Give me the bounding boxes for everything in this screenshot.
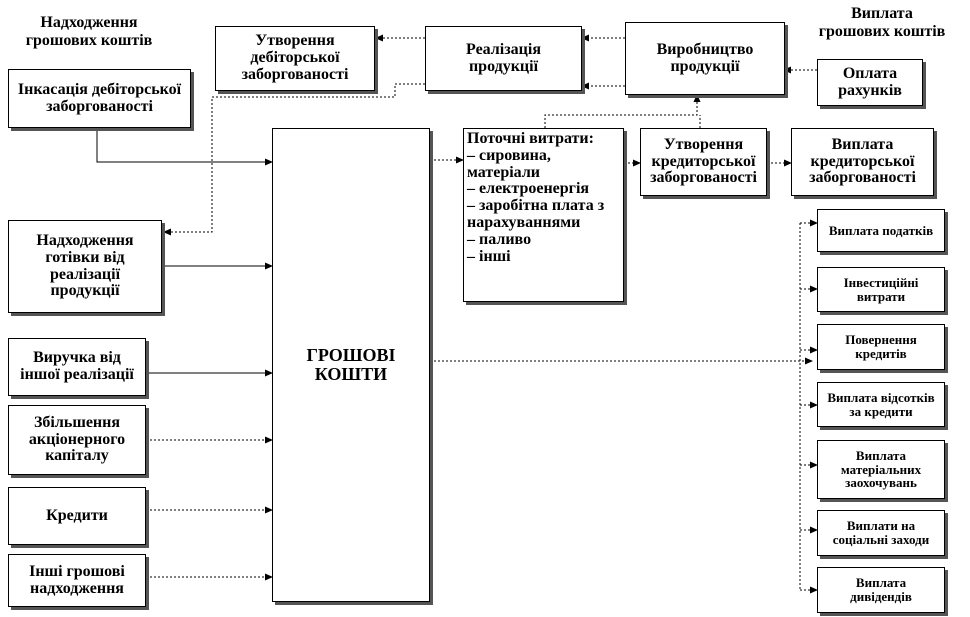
outflow-social: Виплати на соціальні заходи bbox=[817, 510, 945, 556]
cash-funds-center: ГРОШОВІ КОШТИ bbox=[272, 128, 430, 602]
inflow-equity-increase: Збільшення акціонерного капіталу bbox=[8, 405, 146, 475]
outflow-interest: Виплата відсотків за кредити bbox=[817, 382, 945, 427]
payables-creation-box: Утворення кредиторської заборгованості bbox=[640, 128, 767, 196]
inflows-header: Надходження грошових коштів bbox=[25, 14, 153, 49]
inflow-other-sales-revenue: Виручка від іншої реалізації bbox=[8, 338, 146, 396]
sales-box: Реалізація продукції bbox=[425, 26, 582, 91]
inflow-credits: Кредити bbox=[8, 487, 146, 545]
outflow-dividends: Виплата дивідендів bbox=[817, 567, 945, 613]
outflow-loan-repayment: Повернення кредитів bbox=[817, 324, 945, 370]
production-box: Виробництво продукції bbox=[625, 22, 785, 95]
receivables-creation-box: Утворення дебіторської заборгованості bbox=[215, 26, 375, 91]
payables-payment-box: Виплата кредиторської заборгованості bbox=[791, 128, 934, 196]
inflow-other-receipts: Інші грошові надходження bbox=[8, 554, 146, 607]
outflow-taxes: Виплата податків bbox=[817, 209, 945, 252]
outflows-header: Виплата грошових коштів bbox=[818, 5, 946, 40]
inflow-cash-from-sales: Надходження готівки від реалізації проду… bbox=[8, 220, 162, 313]
arrow-sales-to-cash-inflow bbox=[163, 83, 425, 236]
arrow-costs-to-production bbox=[544, 94, 701, 128]
current-costs-box: Поточні витрати: – сировина, матеріали –… bbox=[463, 128, 624, 302]
inflow-receivables-collection: Інкасація дебіторської заборгованості bbox=[8, 69, 191, 128]
outflow-bonuses: Виплата матеріальних заохочувань bbox=[817, 440, 945, 499]
arrow-collection-to-center bbox=[96, 128, 273, 166]
pay-bills-box: Оплата рахунків bbox=[817, 59, 923, 106]
outflow-investment: Інвестиційні витрати bbox=[817, 267, 945, 312]
